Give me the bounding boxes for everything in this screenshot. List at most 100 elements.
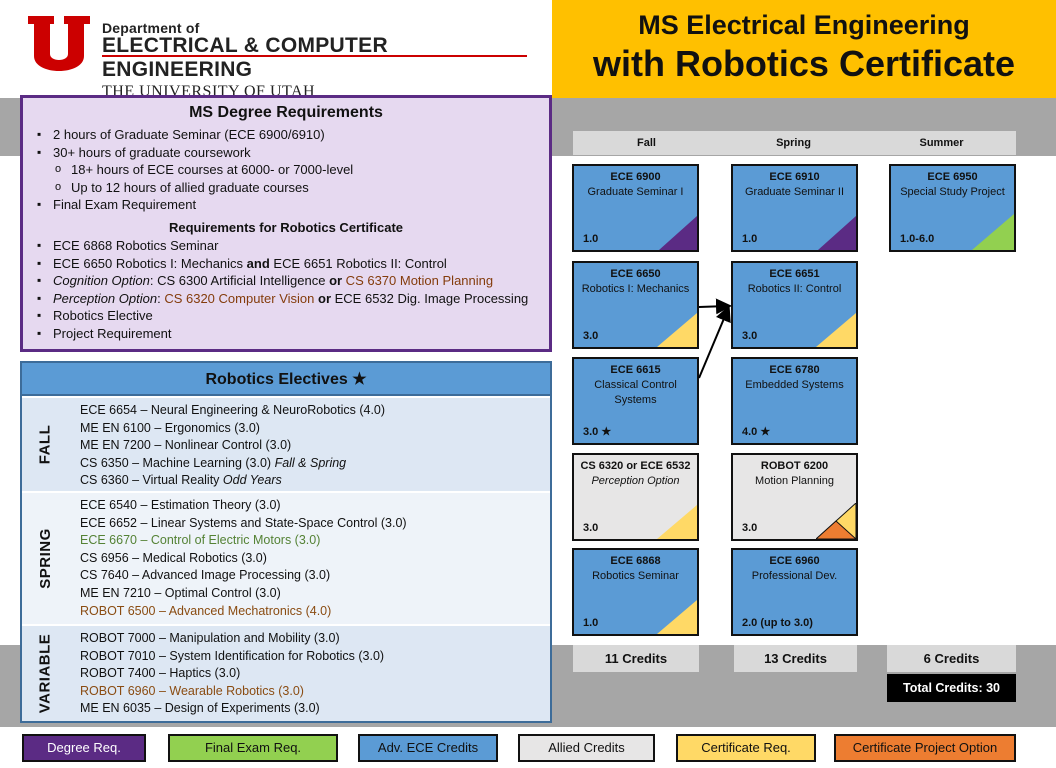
electives-title: Robotics Electives ★	[22, 363, 550, 396]
degree-requirements-box: MS Degree Requirements 2 hours of Gradua…	[20, 95, 552, 352]
cert-requirement: Robotics Elective	[35, 307, 537, 325]
prereq-arrow-6615-to-6651	[698, 305, 731, 379]
degree-requirement: 30+ hours of graduate coursework	[35, 144, 537, 162]
block-u-icon	[28, 16, 90, 71]
certificate-req-tag-icon	[657, 313, 697, 347]
course-code: ECE 6650	[610, 268, 661, 280]
course-code: CS 6320 or ECE 6532	[580, 460, 691, 472]
course-name: Robotics II: Control	[747, 283, 842, 295]
course-tile-perception-option[interactable]: CS 6320 or ECE 6532 Perception Option 3.…	[572, 453, 699, 541]
certificate-project-tag-icon	[816, 503, 856, 539]
degree-requirement: Final Exam Requirement	[35, 196, 537, 214]
column-header-summer: Summer	[867, 131, 1016, 155]
spring-label: SPRING	[36, 528, 54, 589]
course-credits: 3.0 ★	[583, 426, 612, 438]
course-credits: 3.0	[742, 522, 758, 534]
certificate-req-tag-icon	[816, 313, 856, 347]
course-code: ECE 6868	[610, 555, 661, 567]
final-exam-tag-icon	[972, 214, 1014, 250]
column-header-spring: Spring	[720, 131, 867, 155]
course-credits: 4.0 ★	[742, 426, 771, 438]
course-code: ECE 6910	[769, 171, 820, 183]
certificate-req-tag-icon	[657, 505, 697, 539]
course-tile-ece-6950[interactable]: ECE 6950 Special Study Project 1.0-6.0	[889, 164, 1016, 252]
course-code: ECE 6651	[769, 268, 820, 280]
course-credits: 2.0 (up to 3.0)	[742, 617, 813, 629]
course-name: Special Study Project	[900, 186, 1005, 198]
course-tile-ece-6650[interactable]: ECE 6650 Robotics I: Mechanics 3.0	[572, 261, 699, 349]
course-code: ECE 6780	[769, 364, 820, 376]
course-tile-ece-6780[interactable]: ECE 6780 Embedded Systems 4.0 ★	[731, 357, 858, 445]
elective-item: CS 6350 – Machine Learning (3.0) Fall & …	[80, 455, 347, 470]
university-logo: Department of ELECTRICAL & COMPUTER ENGI…	[26, 14, 527, 100]
variable-label: VARIABLE	[36, 633, 54, 714]
course-credits: 1.0	[583, 617, 599, 629]
legend-certificate-project-option: Certificate Project Option	[834, 734, 1016, 762]
legend-allied-credits: Allied Credits	[518, 734, 655, 762]
elective-item: ROBOT 7010 – System Identification for R…	[80, 648, 385, 663]
cert-requirement: Project Requirement	[35, 325, 537, 343]
course-name: Classical Control Systems	[594, 379, 677, 406]
elective-item: ROBOT 6960 – Wearable Robotics (3.0)	[80, 683, 304, 698]
course-credits: 1.0	[742, 233, 758, 245]
spring-credits: 13 Credits	[734, 645, 857, 672]
title-banner: MS Electrical Engineering with Robotics …	[552, 0, 1056, 98]
elective-item: CS 7640 – Advanced Image Processing (3.0…	[80, 568, 331, 583]
degree-req-tag-icon	[818, 216, 856, 250]
degree-sub-requirement: Up to 12 hours of allied graduate course…	[35, 179, 537, 197]
spring-electives-section: SPRING ECE 6540 – Estimation Theory (3.0…	[22, 493, 550, 626]
title-line-2: with Robotics Certificate	[592, 43, 1016, 84]
legend-adv-ece-credits: Adv. ECE Credits	[358, 734, 498, 762]
summer-credits: 6 Credits	[887, 645, 1016, 672]
legend-final-exam-req: Final Exam Req.	[168, 734, 338, 762]
prereq-arrow-6650-to-6651	[698, 298, 732, 315]
course-name: Motion Planning	[755, 475, 834, 487]
legend-certificate-req: Certificate Req.	[676, 734, 816, 762]
logo-rule	[102, 55, 527, 57]
cert-requirement: ECE 6868 Robotics Seminar	[35, 237, 537, 255]
elective-item: ME EN 6100 – Ergonomics (3.0)	[80, 420, 260, 435]
total-credits: Total Credits: 30	[887, 674, 1016, 702]
course-code: ECE 6950	[927, 171, 978, 183]
cert-requirement: ECE 6650 Robotics I: Mechanics and ECE 6…	[35, 255, 537, 273]
cert-requirement: Cognition Option: CS 6300 Artificial Int…	[35, 272, 537, 290]
elective-item: ROBOT 7400 – Haptics (3.0)	[80, 666, 241, 681]
course-tile-ece-6651[interactable]: ECE 6651 Robotics II: Control 3.0	[731, 261, 858, 349]
course-credits: 1.0	[583, 233, 599, 245]
course-credits: 3.0	[742, 330, 758, 342]
course-tile-ece-6960[interactable]: ECE 6960 Professional Dev. 2.0 (up to 3.…	[731, 548, 858, 636]
legend-degree-req: Degree Req.	[22, 734, 146, 762]
course-name: Robotics Seminar	[592, 570, 679, 582]
elective-item: CS 6956 – Medical Robotics (3.0)	[80, 550, 267, 565]
cert-requirement: Perception Option: CS 6320 Computer Visi…	[35, 290, 537, 308]
elective-item: ME EN 7200 – Nonlinear Control (3.0)	[80, 438, 292, 453]
course-credits: 3.0	[583, 330, 599, 342]
elective-item: ME EN 7210 – Optimal Control (3.0)	[80, 585, 281, 600]
course-tile-ece-6900[interactable]: ECE 6900 Graduate Seminar I 1.0	[572, 164, 699, 252]
course-name: Embedded Systems	[745, 379, 844, 391]
course-tile-ece-6868[interactable]: ECE 6868 Robotics Seminar 1.0	[572, 548, 699, 636]
course-code: ECE 6960	[769, 555, 820, 567]
degree-requirement: 2 hours of Graduate Seminar (ECE 6900/69…	[35, 126, 537, 144]
fall-electives-section: FALL ECE 6654 – Neural Engineering & Neu…	[22, 398, 550, 493]
course-tile-ece-6910[interactable]: ECE 6910 Graduate Seminar II 1.0	[731, 164, 858, 252]
course-name: Graduate Seminar I	[587, 186, 684, 198]
fall-credits: 11 Credits	[573, 645, 699, 672]
dept-line-2: ELECTRICAL & COMPUTER ENGINEERING	[102, 34, 388, 81]
elective-item: ECE 6654 – Neural Engineering & NeuroRob…	[80, 403, 386, 417]
robotics-electives-panel: Robotics Electives ★ FALL ECE 6654 – Neu…	[20, 361, 552, 723]
elective-item: ROBOT 7000 – Manipulation and Mobility (…	[80, 631, 340, 645]
variable-electives-section: VARIABLE ROBOT 7000 – Manipulation and M…	[22, 626, 550, 721]
elective-item: ECE 6652 – Linear Systems and State-Spac…	[80, 515, 407, 530]
course-tile-robot-6200[interactable]: ROBOT 6200 Motion Planning 3.0	[731, 453, 858, 541]
course-code: ROBOT 6200	[760, 460, 829, 472]
elective-item: ECE 6540 – Estimation Theory (3.0)	[80, 498, 281, 512]
requirements-title: MS Degree Requirements	[189, 104, 383, 121]
certificate-requirements-title: Requirements for Robotics Certificate	[168, 219, 404, 235]
course-code: ECE 6615	[610, 364, 661, 376]
column-header-fall: Fall	[573, 131, 720, 155]
course-name: Robotics I: Mechanics	[581, 283, 690, 295]
course-credits: 1.0-6.0	[900, 233, 935, 245]
course-tile-ece-6615[interactable]: ECE 6615 Classical Control Systems 3.0 ★	[572, 357, 699, 445]
dept-line-1: Department of	[102, 20, 200, 36]
